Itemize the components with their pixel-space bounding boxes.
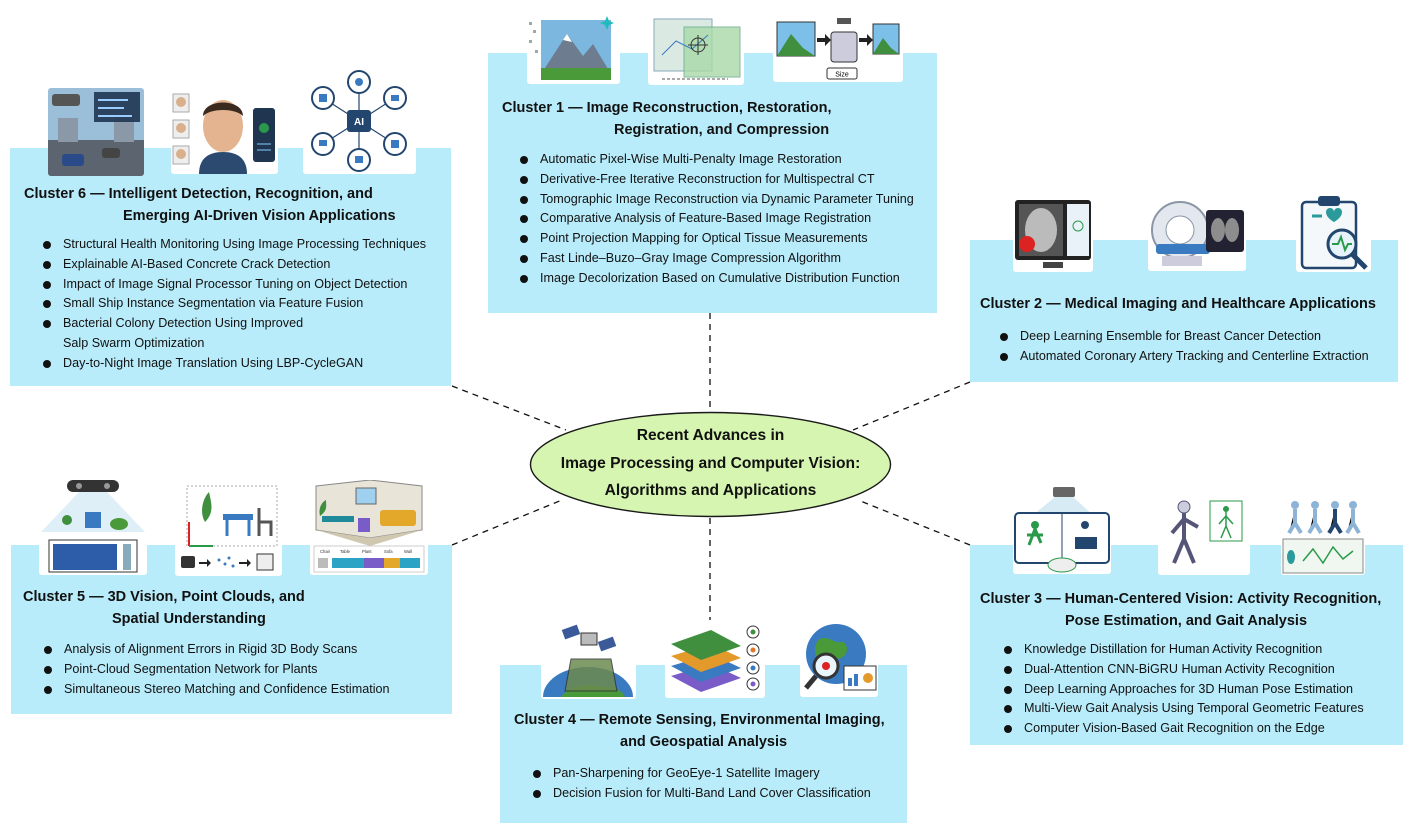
list-item: Decision Fusion for Multi-Band Land Cove… (531, 784, 871, 804)
pose-skeleton-icon (1158, 495, 1250, 575)
activity-camera-icon (1013, 485, 1111, 574)
cluster-5-title: Cluster 5 — 3D Vision, Point Clouds, and… (23, 586, 453, 630)
center-title-line: Algorithms and Applications (604, 482, 817, 499)
center-title-line: Recent Advances in (636, 427, 785, 444)
legend-label: Plant (362, 549, 372, 554)
list-item: Derivative-Free Iterative Reconstruction… (518, 170, 914, 190)
list-item: Simultaneous Stereo Matching and Confide… (42, 680, 390, 700)
list-item: Multi-View Gait Analysis Using Temporal … (1002, 699, 1364, 719)
list-item: Analysis of Alignment Errors in Rigid 3D… (42, 640, 390, 660)
title-line: Cluster 1 — Image Reconstruction, Restor… (502, 100, 832, 116)
list-item: Point-Cloud Segmentation Network for Pla… (42, 660, 390, 680)
gait-analysis-icon (1281, 495, 1365, 575)
depth-sensor-icon (39, 478, 147, 575)
list-item: Structural Health Monitoring Using Image… (41, 235, 426, 255)
center-title-line: Image Processing and Computer Vision: (560, 454, 861, 472)
point-cloud-icon (175, 482, 282, 576)
image-registration-icon (648, 15, 744, 85)
connector-cluster-6 (451, 385, 567, 431)
list-item: Pan-Sharpening for GeoEye-1 Satellite Im… (531, 764, 871, 784)
title-line: Spatial Understanding (112, 611, 266, 627)
cluster-6-title: Cluster 6 — Intelligent Detection, Recog… (24, 183, 454, 227)
layered-map-icon (665, 620, 765, 698)
list-item: Automated Coronary Artery Tracking and C… (998, 347, 1369, 367)
list-item: Deep Learning Ensemble for Breast Cancer… (998, 327, 1369, 347)
item-line: Bacterial Colony Detection Using Improve… (63, 316, 304, 331)
compression-icon: Size (773, 14, 903, 82)
traffic-camera-icon (48, 88, 144, 176)
list-item: Day-to-Night Image Translation Using LBP… (41, 354, 426, 374)
connector-cluster-3 (857, 499, 971, 546)
list-item: Fast Linde–Buzo–Gray Image Compression A… (518, 249, 914, 269)
cluster-2-title: Cluster 2 — Medical Imaging and Healthca… (980, 293, 1398, 315)
ct-scanner-icon (1148, 196, 1246, 271)
list-item: Image Decolorization Based on Cumulative… (518, 269, 914, 289)
title-line: Pose Estimation, and Gait Analysis (1065, 613, 1308, 629)
title-line: Cluster 2 — Medical Imaging and Healthca… (980, 296, 1376, 312)
legend-label: Sofa (384, 549, 393, 554)
mammography-monitor-icon (1013, 198, 1093, 272)
center-ellipse (529, 411, 892, 518)
center-title: Recent Advances in Image Processing and … (529, 422, 892, 505)
size-label: Size (835, 72, 849, 79)
cluster-1-panel: Cluster 1 — Image Reconstruction, Restor… (488, 53, 937, 313)
ai-label: AI (354, 117, 364, 128)
list-item: Bacterial Colony Detection Using Improve… (41, 314, 426, 354)
cluster-4-list: Pan-Sharpening for GeoEye-1 Satellite Im… (531, 764, 871, 804)
list-item: Explainable AI-Based Concrete Crack Dete… (41, 255, 426, 275)
cluster-3-list: Knowledge Distillation for Human Activit… (1002, 640, 1364, 739)
list-item: Computer Vision-Based Gait Recognition o… (1002, 719, 1364, 739)
satellite-earth-icon (541, 621, 636, 699)
cluster-1-title: Cluster 1 — Image Reconstruction, Restor… (502, 97, 932, 141)
cluster-5-list: Analysis of Alignment Errors in Rigid 3D… (42, 640, 390, 699)
clipboard-magnifier-icon (1296, 194, 1371, 272)
cluster-3-title: Cluster 3 — Human-Centered Vision: Activ… (980, 588, 1400, 632)
title-line: Cluster 6 — Intelligent Detection, Recog… (24, 186, 373, 202)
mountain-noise-icon (527, 12, 620, 84)
list-item: Deep Learning Approaches for 3D Human Po… (1002, 680, 1364, 700)
list-item: Comparative Analysis of Feature-Based Im… (518, 209, 914, 229)
room-segmentation-icon: Chair Table Plant Sofa Wall (310, 480, 428, 575)
title-line: Cluster 4 — Remote Sensing, Environmenta… (514, 712, 885, 728)
legend-label: Chair (320, 549, 331, 554)
list-item: Knowledge Distillation for Human Activit… (1002, 640, 1364, 660)
cluster-4-title: Cluster 4 — Remote Sensing, Environmenta… (514, 709, 909, 753)
cluster-6-list: Structural Health Monitoring Using Image… (41, 235, 426, 374)
list-item: Point Projection Mapping for Optical Tis… (518, 229, 914, 249)
legend-label: Wall (404, 549, 412, 554)
legend-label: Table (340, 549, 351, 554)
title-line: and Geospatial Analysis (620, 734, 788, 750)
list-item: Small Ship Instance Segmentation via Fea… (41, 294, 426, 314)
face-recognition-icon (171, 88, 278, 174)
list-item: Tomographic Image Reconstruction via Dyn… (518, 190, 914, 210)
list-item: Automatic Pixel-Wise Multi-Penalty Image… (518, 150, 914, 170)
title-line: Cluster 3 — Human-Centered Vision: Activ… (980, 591, 1382, 607)
ai-hub-icon: AI (303, 68, 416, 174)
title-line: Cluster 5 — 3D Vision, Point Clouds, and (23, 589, 305, 605)
item-line: Salp Swarm Optimization (63, 335, 205, 350)
title-line: Emerging AI-Driven Vision Applications (123, 208, 396, 224)
cluster-2-list: Deep Learning Ensemble for Breast Cancer… (998, 327, 1369, 367)
globe-analytics-icon (800, 620, 878, 697)
connector-cluster-5 (451, 499, 563, 546)
title-line: Registration, and Compression (614, 122, 830, 138)
list-item: Dual-Attention CNN-BiGRU Human Activity … (1002, 660, 1364, 680)
cluster-6-panel: Cluster 6 — Intelligent Detection, Recog… (10, 148, 451, 386)
cluster-1-list: Automatic Pixel-Wise Multi-Penalty Image… (518, 150, 914, 289)
cluster-3-panel: Cluster 3 — Human-Centered Vision: Activ… (970, 545, 1403, 745)
list-item: Impact of Image Signal Processor Tuning … (41, 275, 426, 295)
